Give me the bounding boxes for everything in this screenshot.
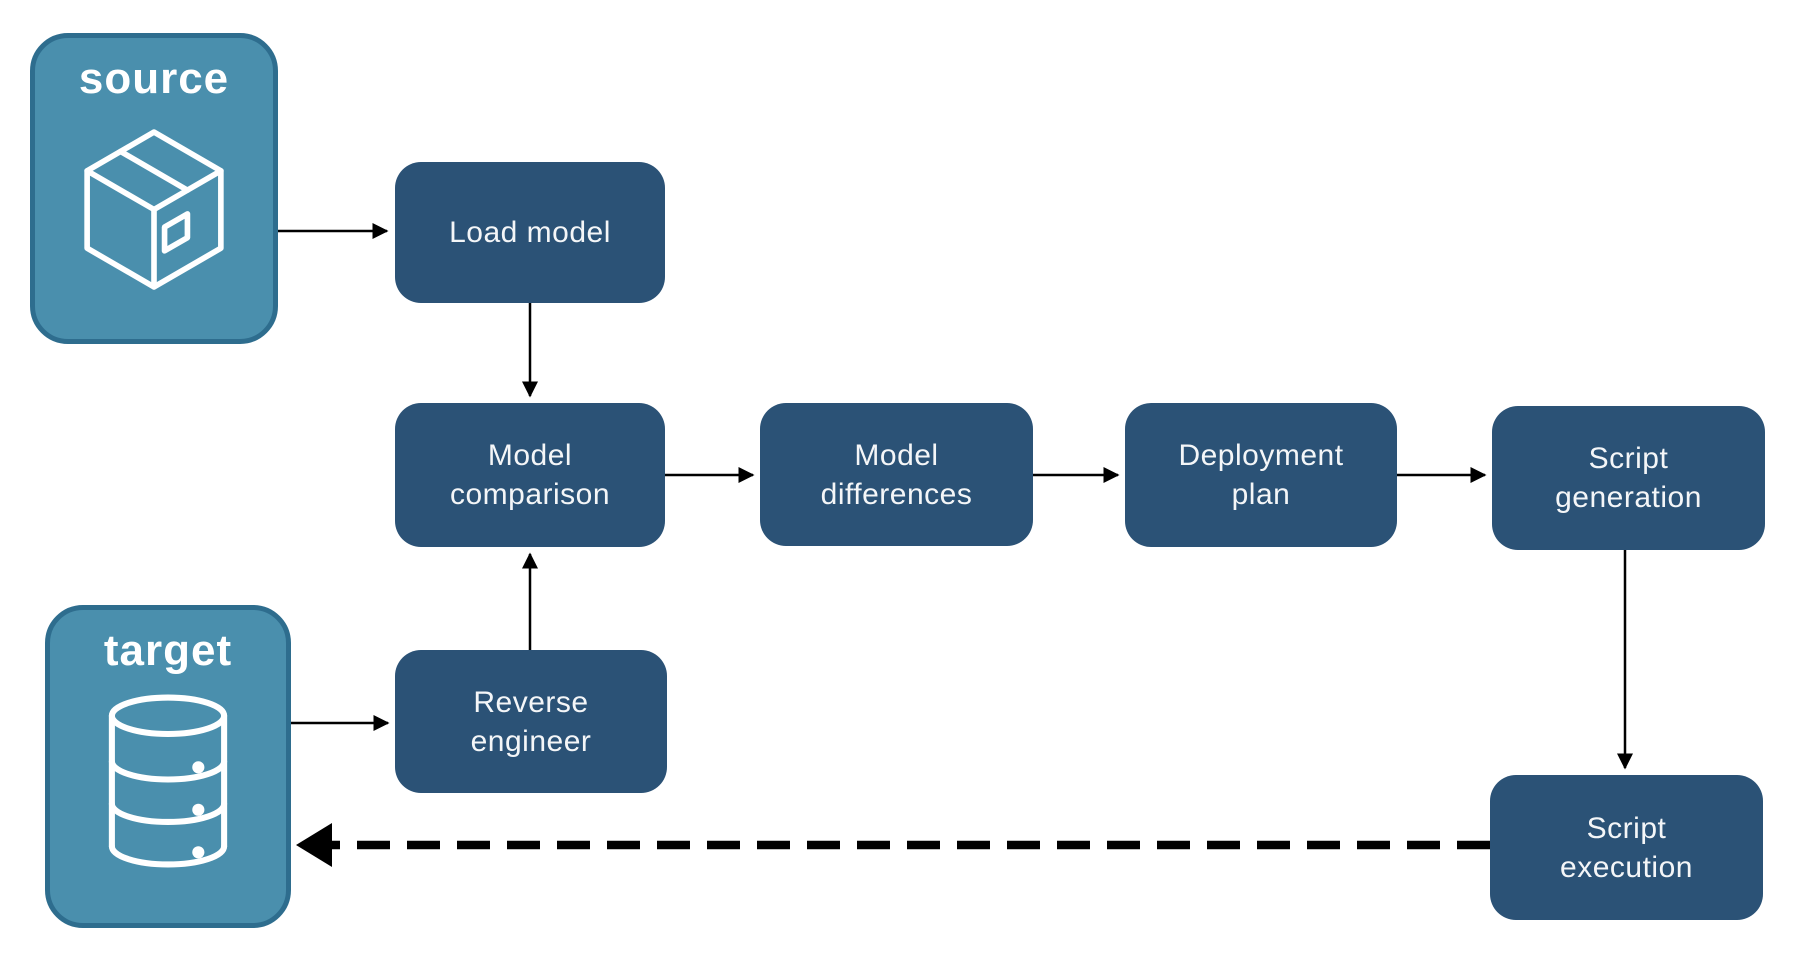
node-reverse-engineer: Reverse engineer bbox=[395, 650, 667, 793]
package-icon bbox=[84, 129, 224, 290]
node-deployment-plan: Deployment plan bbox=[1125, 403, 1397, 547]
source-endpoint-card: source bbox=[30, 33, 278, 344]
target-endpoint-card: target bbox=[45, 605, 291, 928]
node-script-generation: Script generation bbox=[1492, 406, 1765, 550]
node-model-comparison: Model comparison bbox=[395, 403, 665, 547]
source-label: source bbox=[78, 54, 230, 103]
node-load-model: Load model bbox=[395, 162, 665, 303]
node-model-differences: Model differences bbox=[760, 403, 1033, 546]
target-label: target bbox=[103, 626, 233, 675]
node-script-execution: Script execution bbox=[1490, 775, 1763, 920]
database-icon bbox=[108, 694, 228, 868]
